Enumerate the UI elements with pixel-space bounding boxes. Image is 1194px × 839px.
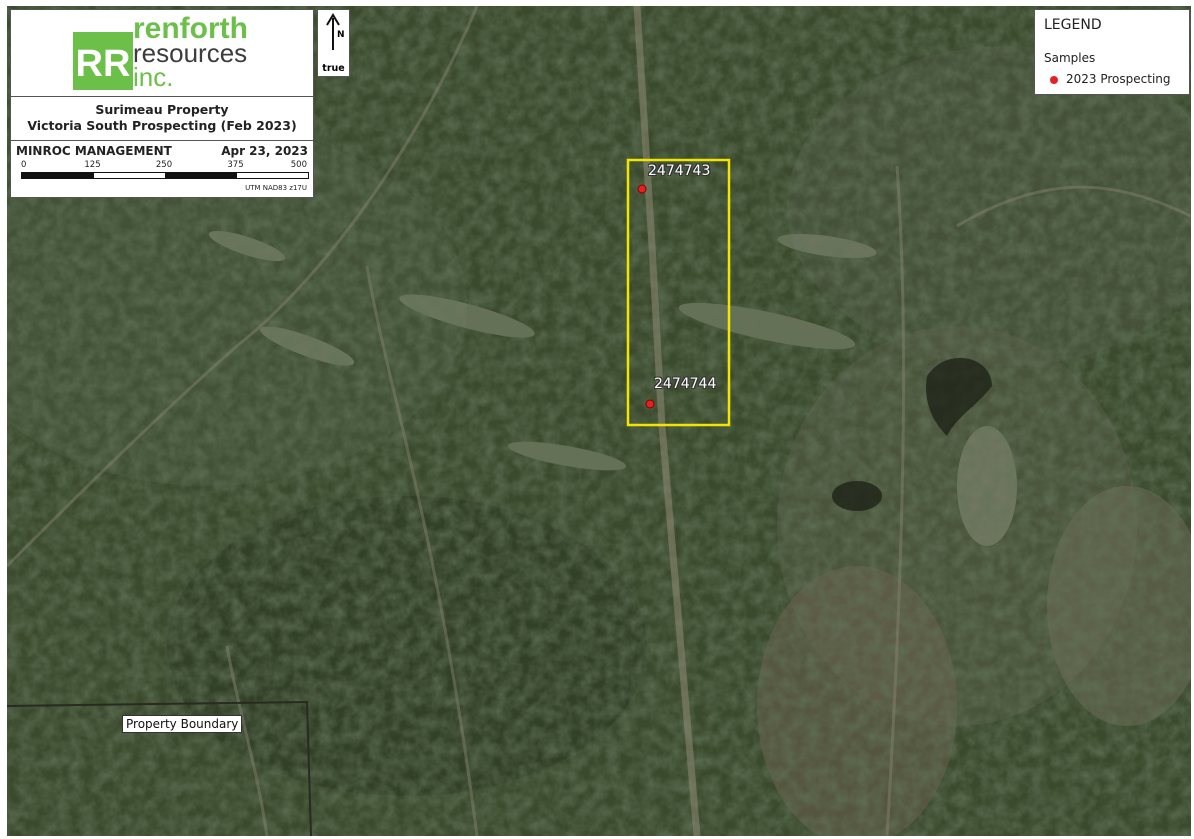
scale-tick: 125 [84,160,101,170]
scale-tick: 375 [227,160,244,170]
map-title-line1: Surimeau Property [95,102,229,117]
author-name: MINROC MANAGEMENT [16,144,172,158]
property-boundary-label: Property Boundary [122,715,243,733]
title-block: RR renforth resources inc. Surimeau Prop… [10,9,314,198]
aerial-imagery [7,6,1191,836]
rr-logo-mark: RR [73,32,133,90]
company-logo: RR renforth resources inc. [73,12,273,92]
scale-tick: 250 [155,160,173,170]
highlight-box [626,158,731,427]
map-canvas[interactable]: 2474743 2474744 [7,6,1191,836]
red-dot-icon [1050,75,1058,84]
logo-word-resources: resources [133,38,248,68]
svg-text:RR: RR [76,43,131,85]
crs-label: UTM NAD83 z17U [245,184,307,192]
map-title-line2: Victoria South Prospecting (Feb 2023) [27,118,297,133]
map-date: Apr 23, 2023 [221,144,308,158]
legend-title: LEGEND [1044,17,1102,33]
legend-item-label: 2023 Prospecting [1066,72,1171,86]
legend: LEGEND Samples 2023 Prospecting [1034,9,1190,95]
logo-word-renforth: renforth [133,12,248,45]
map-title: Surimeau Property Victoria South Prospec… [11,102,313,134]
sample-label: 2474744 [654,376,717,392]
sample-point[interactable] [645,399,655,409]
north-arrow: N true [317,9,350,77]
sample-label: 2474743 [648,163,711,179]
north-arrow-icon [326,13,340,50]
legend-item: 2023 Prospecting [1050,72,1171,86]
north-true-label: true [322,63,345,74]
legend-group: Samples [1044,51,1096,65]
scale-bar: 0 125 250 375 500 m UTM NAD83 z17U [21,160,309,192]
north-letter: N [337,30,345,40]
scale-tick: 0 [21,160,27,170]
sample-point[interactable] [637,184,647,194]
logo-word-inc: inc. [133,62,174,92]
